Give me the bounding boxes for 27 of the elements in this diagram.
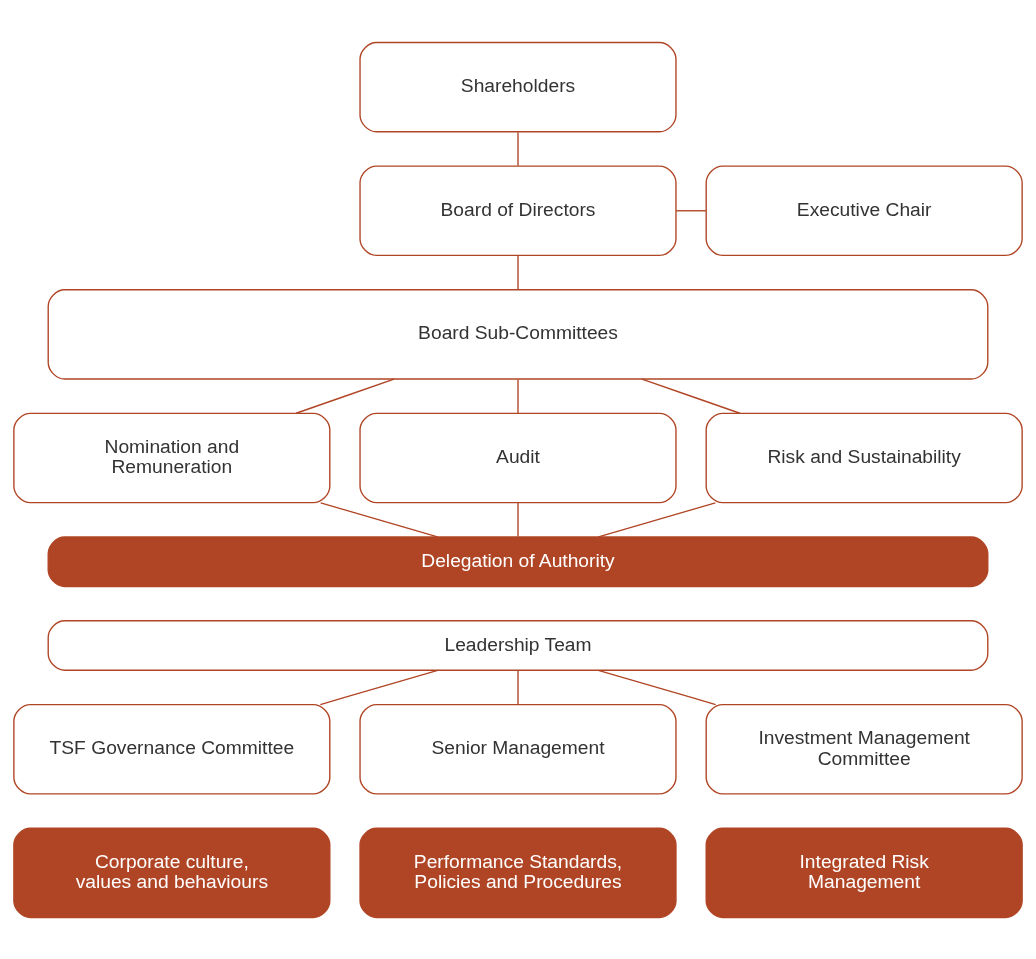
node-box: Board Sub-Committees [47,288,989,380]
connector [295,377,395,414]
node-box: Leadership Team [47,619,989,671]
node-box: Corporate culture, values and behaviours [13,827,331,918]
node-box: Performance Standards, Policies and Procedures [359,827,677,918]
connector [319,669,439,705]
node-box: Board of Directors [359,164,677,256]
node-box: Audit [359,412,677,503]
connector [517,378,519,414]
connector [597,669,717,705]
connector [517,130,519,166]
node-box: Integrated Risk Management [705,827,1023,918]
node-box: Nomination and Remuneration [13,412,331,503]
node-box: Delegation of Authority [47,535,989,587]
node-box: Shareholders [359,41,677,132]
node-box: Senior Management [359,703,677,795]
connector [675,209,707,211]
node-box: Investment Management Committee [705,703,1023,795]
connector [641,377,741,414]
node-box: Executive Chair [705,164,1023,256]
connector [517,501,519,537]
connector [517,254,519,290]
node-box: TSF Governance Committee [13,703,331,795]
node-box: Risk and Sustainability [705,412,1023,503]
connector [517,669,519,705]
connector [597,501,717,538]
connector [319,501,439,538]
